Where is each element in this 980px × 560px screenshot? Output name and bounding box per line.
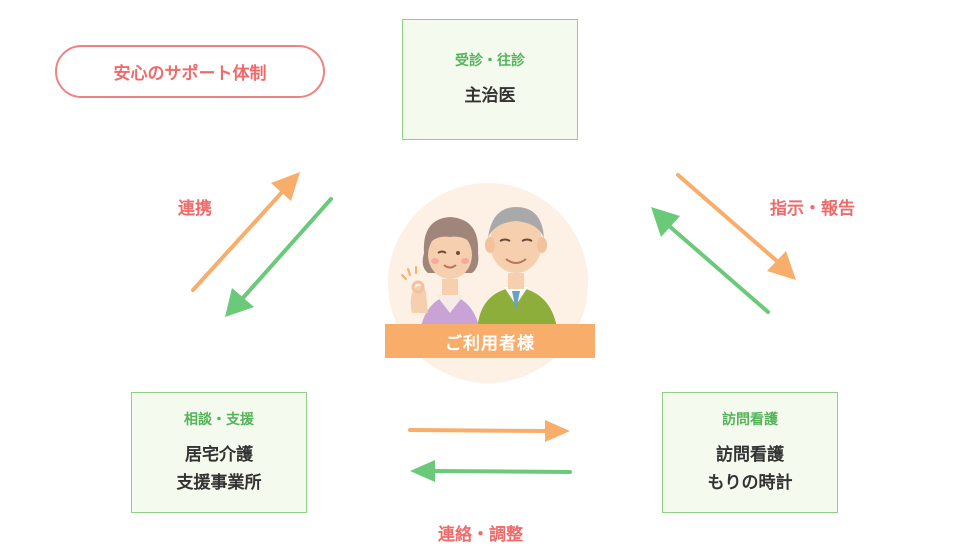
- doctor-box-label: 主治医: [464, 85, 516, 106]
- nursing-box-label-line2: もりの時計: [707, 472, 793, 493]
- elderly-man-figure: [476, 207, 560, 343]
- care-office-box-label-line1: 居宅介護: [185, 444, 253, 465]
- link-label-shiji-houkoku: 指示・報告: [770, 199, 855, 219]
- arrow-icon-care-to-user-orange: [191, 172, 300, 292]
- user-label-banner: ご利用者様: [385, 324, 595, 358]
- care-office-box-subtitle: 相談・支援: [184, 411, 254, 428]
- nursing-box-subtitle: 訪問看護: [722, 411, 778, 428]
- arrow-icon-doctor-to-nursing-orange: [676, 173, 796, 280]
- elderly-woman-figure: [401, 217, 482, 343]
- nursing-box: 訪問看護 訪問看護 もりの時計: [662, 392, 838, 513]
- doctor-box-subtitle: 受診・往診: [455, 52, 525, 69]
- link-label-renkei: 連携: [178, 199, 212, 219]
- support-system-title: 安心のサポート体制: [55, 45, 325, 98]
- arrow-icon-user-to-care-green: [225, 197, 333, 317]
- link-label-renraku-chousei: 連絡・調整: [438, 525, 523, 545]
- nursing-box-label-line1: 訪問看護: [716, 444, 784, 465]
- arrow-icon-nursing-to-care-green: [410, 460, 572, 482]
- care-office-box-label-line2: 支援事業所: [176, 472, 262, 493]
- arrow-icon-care-to-nursing-orange: [408, 420, 570, 442]
- doctor-box: 受診・往診 主治医: [402, 19, 578, 140]
- care-office-box: 相談・支援 居宅介護 支援事業所: [131, 392, 307, 513]
- elderly-couple-illustration: [401, 207, 560, 343]
- arrow-icon-nursing-to-doctor-green: [651, 207, 770, 314]
